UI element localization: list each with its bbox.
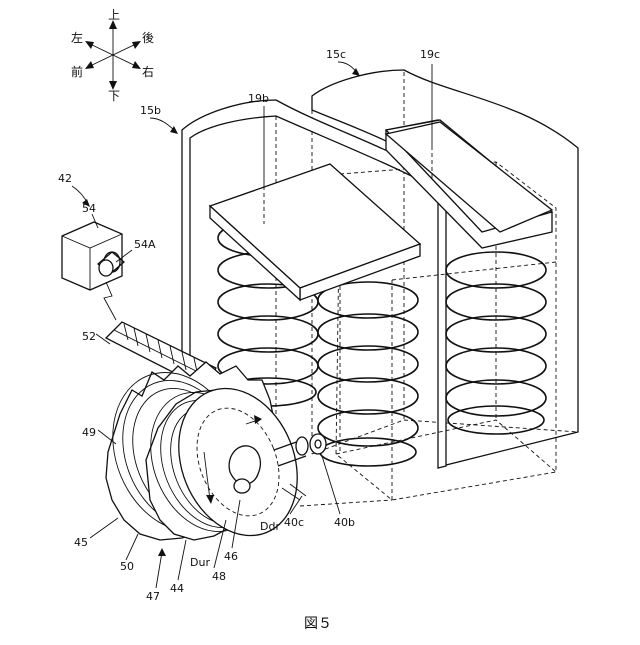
label-50: 50 (120, 560, 134, 573)
label-19b: 19b (248, 92, 269, 105)
direction-up-label: 上 (108, 8, 120, 22)
spring-middle (318, 282, 418, 466)
label-48: 48 (212, 570, 226, 583)
direction-compass: 上 下 左 後 前 右 (71, 8, 154, 103)
label-40c: 40c (284, 516, 304, 529)
direction-front-label: 前 (71, 64, 83, 79)
direction-left-label: 左 (71, 30, 83, 45)
label-49: 49 (82, 426, 96, 439)
label-54a: 54A (134, 238, 156, 251)
direction-back-label: 後 (142, 31, 154, 45)
label-40b: 40b (334, 516, 355, 529)
label-15c: 15c (326, 48, 346, 61)
label-52: 52 (82, 330, 96, 343)
label-19c: 19c (420, 48, 440, 61)
label-dur: Dur (190, 556, 210, 569)
motor-54 (62, 186, 132, 320)
label-47: 47 (146, 590, 160, 603)
label-15b: 15b (140, 104, 161, 117)
label-54: 54 (82, 202, 96, 215)
spring-plate-19b (210, 164, 420, 300)
direction-down-label: 下 (108, 89, 120, 103)
gear-assembly (90, 353, 340, 588)
label-42: 42 (58, 172, 72, 185)
label-ddr: Ddr (260, 520, 280, 533)
label-45: 45 (74, 536, 88, 549)
figure-caption: 図５ (304, 616, 332, 632)
direction-right-label: 右 (142, 64, 154, 79)
label-46: 46 (224, 550, 238, 563)
label-44: 44 (170, 582, 184, 595)
